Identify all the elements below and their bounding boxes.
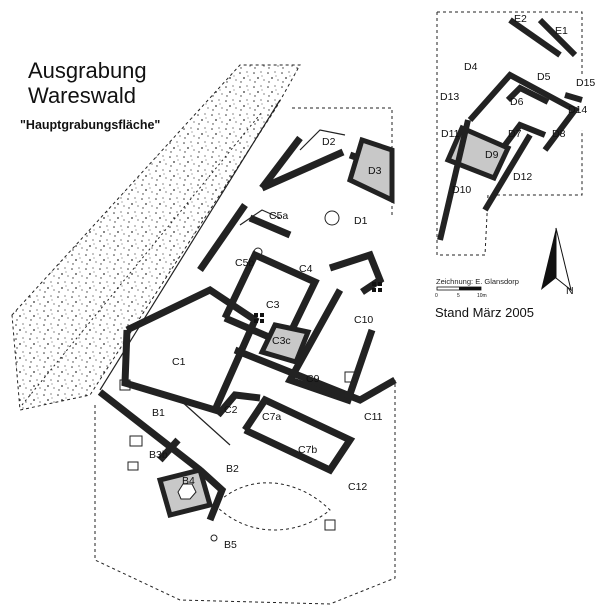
room-label: D12 [513,171,532,183]
scale-tick-5: 5 [457,293,460,299]
room-label: C2 [224,404,238,416]
room-label: C7a [262,411,281,423]
room-label: D7 [508,128,522,140]
room-label: C3 [266,299,280,311]
title-line-2: Wareswald [28,83,136,108]
room-label: D11 [441,128,460,140]
room-label: D15 [576,77,595,89]
room-label: D2 [322,136,336,148]
room-label: C12 [348,481,367,493]
room-label: C5a [269,210,288,222]
room-label: D4 [464,61,478,73]
room-label: D3 [368,165,382,177]
room-label: E1 [555,25,568,37]
room-label: C3c [272,335,291,347]
room-label: D13 [440,91,459,103]
subtitle: "Hauptgrabungsfläche" [20,118,161,132]
shaded-rooms [156,124,512,519]
room-label: C4 [299,263,313,275]
room-label: C9 [306,373,320,385]
north-arrow-icon [541,227,572,292]
room-label: D14 [568,104,587,116]
room-label: D10 [452,184,471,196]
room-label: E2 [514,13,527,25]
stand-date: Stand März 2005 [435,305,535,320]
room-label: C1 [172,356,186,368]
north-label: N [566,285,574,297]
walls-inset [437,17,583,241]
room-label: D1 [354,215,368,227]
small-features [119,210,358,542]
room-label: C5b [235,257,254,269]
room-label: D5 [537,71,551,83]
marker-squares [254,282,382,323]
site-outline [94,107,396,605]
scale-tick-0: 0 [435,293,438,299]
room-label: B1 [152,407,165,419]
room-label: B3b [149,449,168,461]
scale-bar: 0 5 10m [435,286,487,299]
scale-tick-10: 10m [477,293,487,299]
room-label: C10 [354,314,373,326]
room-labels: C1 C2 C3 C3c C4 C5a C5b C7a C7b C9 C10 C… [149,13,595,551]
thin-lines [179,129,346,446]
room-label: D6 [510,96,524,108]
inset-outline [436,11,583,256]
drawing-credit: Zeichnung: E. Glansdorp [436,277,519,286]
title-line-1: Ausgrabung [28,58,147,83]
room-label: B2 [226,463,239,475]
room-label: B4 [182,475,195,487]
room-label: B5 [224,539,237,551]
room-label: C11 [364,411,383,423]
room-label: D8 [552,128,566,140]
room-label: D9 [485,149,499,161]
room-label: C7b [298,444,317,456]
